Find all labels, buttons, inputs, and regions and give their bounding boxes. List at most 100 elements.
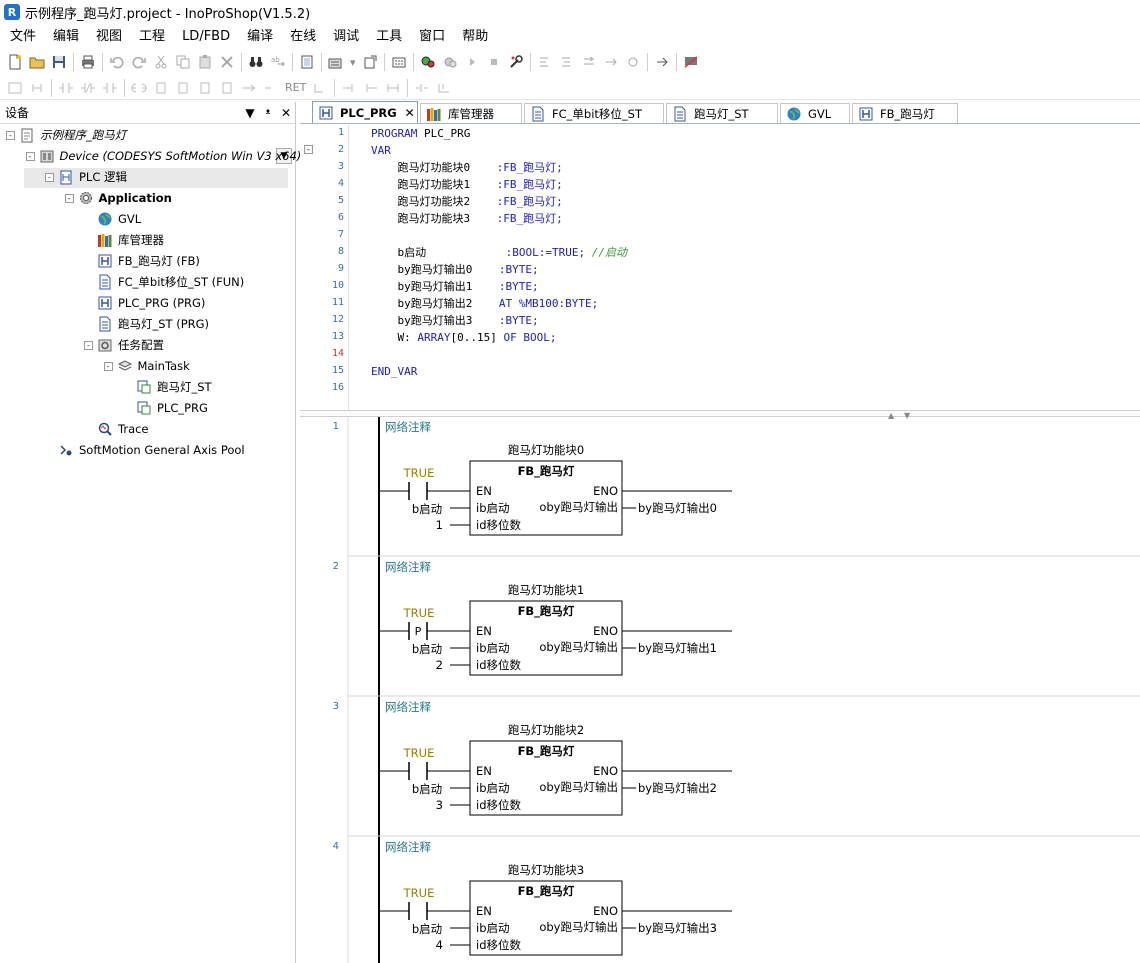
delete-icon[interactable]: [218, 53, 236, 71]
find-binoculars-icon[interactable]: [247, 53, 265, 71]
panel-close-icon[interactable]: ✕: [280, 105, 292, 120]
logout-icon[interactable]: [441, 53, 459, 71]
editor-tab[interactable]: GVL: [780, 103, 850, 123]
panel-pin-icon[interactable]: ᵜ: [265, 105, 271, 120]
menu-item-1[interactable]: 编辑: [53, 29, 80, 44]
tree-item[interactable]: Trace: [84, 419, 149, 439]
panel-menu-dropdown-icon[interactable]: ▼: [245, 105, 255, 120]
device-config-icon[interactable]: [390, 53, 408, 71]
editor-tab[interactable]: PLC_PRG✕: [312, 101, 418, 123]
code-line[interactable]: 跑马灯功能块1 :FB_跑马灯;: [371, 176, 562, 193]
insert-parallel-contact-icon[interactable]: [101, 79, 119, 97]
breakpoint-icon[interactable]: [624, 53, 642, 71]
new-file-icon[interactable]: [6, 53, 24, 71]
step-into-icon[interactable]: [558, 53, 576, 71]
insert-coil-icon[interactable]: [130, 79, 148, 97]
tree-item[interactable]: PLC_PRG (PRG): [84, 293, 205, 313]
splitter-down-icon[interactable]: ▼: [904, 411, 911, 420]
code-line[interactable]: W: ARRAY[0..15] OF BOOL;: [371, 329, 556, 346]
menu-item-2[interactable]: 视图: [96, 29, 123, 44]
build-icon[interactable]: [327, 53, 345, 71]
reset-tools-icon[interactable]: [507, 53, 525, 71]
start-icon[interactable]: [463, 53, 481, 71]
insert-reset-coil-icon[interactable]: [174, 79, 192, 97]
next-arrow-icon[interactable]: [653, 53, 671, 71]
toggle-edge-icon[interactable]: [435, 79, 453, 97]
tree-item[interactable]: FB_跑马灯 (FB): [84, 251, 200, 271]
tree-expander-icon[interactable]: -: [84, 340, 93, 350]
insert-box-icon[interactable]: [196, 79, 214, 97]
return-label[interactable]: RET: [285, 81, 307, 94]
print-icon[interactable]: [79, 53, 97, 71]
insert-negated-contact-icon[interactable]: [79, 79, 97, 97]
editor-splitter[interactable]: ▲ ▼: [300, 410, 1140, 420]
open-folder-icon[interactable]: [28, 53, 46, 71]
editor-tab[interactable]: FB_跑马灯: [852, 103, 958, 123]
select-all-icon[interactable]: [298, 53, 316, 71]
editor-tab[interactable]: 库管理器: [420, 103, 522, 123]
code-line[interactable]: END_VAR: [371, 363, 417, 380]
editor-tab[interactable]: FC_单bit移位_ST: [524, 103, 664, 123]
insert-assignment-icon[interactable]: [240, 79, 258, 97]
new-object-icon[interactable]: [361, 53, 379, 71]
tree-item[interactable]: 跑马灯_ST (PRG): [84, 314, 209, 334]
cut-icon[interactable]: [152, 53, 170, 71]
stop-icon[interactable]: [485, 53, 503, 71]
tree-item[interactable]: GVL: [84, 209, 141, 229]
step-over-icon[interactable]: [536, 53, 554, 71]
menu-item-8[interactable]: 工具: [376, 29, 403, 44]
insert-branch-icon[interactable]: [384, 79, 402, 97]
menu-item-9[interactable]: 窗口: [419, 29, 446, 44]
paste-icon[interactable]: [196, 53, 214, 71]
tree-item[interactable]: -Device (CODESYS SoftMotion Win V3 x64): [25, 146, 301, 166]
menu-item-7[interactable]: 调试: [333, 29, 360, 44]
tree-expander-icon[interactable]: -: [25, 151, 35, 161]
insert-box-en-icon[interactable]: [218, 79, 236, 97]
tree-item[interactable]: 跑马灯_ST: [123, 377, 212, 397]
tree-item[interactable]: -MainTask: [103, 356, 190, 376]
tree-expander-icon[interactable]: -: [45, 172, 54, 182]
login-icon[interactable]: [419, 53, 437, 71]
save-icon[interactable]: [50, 53, 68, 71]
code-line[interactable]: by跑马灯输出0 :BYTE;: [371, 261, 538, 278]
undo-icon[interactable]: [108, 53, 126, 71]
simulation-icon[interactable]: [682, 53, 700, 71]
menu-item-0[interactable]: 文件: [10, 29, 37, 44]
code-line[interactable]: by跑马灯输出1 :BYTE;: [371, 278, 538, 295]
redo-icon[interactable]: [130, 53, 148, 71]
code-line[interactable]: 跑马灯功能块2 :FB_跑马灯;: [371, 193, 562, 210]
replace-icon[interactable]: ab: [269, 53, 287, 71]
tree-item[interactable]: -Application: [64, 188, 172, 208]
tree-item[interactable]: -PLC 逻辑: [45, 167, 127, 187]
insert-input-icon[interactable]: [340, 79, 358, 97]
run-to-cursor-icon[interactable]: [602, 53, 620, 71]
toggle-negation-icon[interactable]: [413, 79, 431, 97]
menu-item-10[interactable]: 帮助: [462, 29, 489, 44]
tree-item[interactable]: -示例程序_跑马灯: [6, 125, 126, 145]
code-line[interactable]: by跑马灯输出2 AT %MB100:BYTE;: [371, 295, 598, 312]
copy-icon[interactable]: [174, 53, 192, 71]
code-line[interactable]: PROGRAM PLC_PRG: [371, 125, 470, 142]
build-dropdown-arrow[interactable]: ▾: [350, 55, 356, 69]
menu-item-4[interactable]: LD/FBD: [182, 29, 231, 44]
code-line[interactable]: 跑马灯功能块3 :FB_跑马灯;: [371, 210, 562, 227]
menu-item-5[interactable]: 编译: [247, 29, 274, 44]
code-line[interactable]: by跑马灯输出3 :BYTE;: [371, 312, 538, 329]
tree-expander-icon[interactable]: -: [103, 361, 113, 371]
insert-contact-icon[interactable]: [57, 79, 75, 97]
tab-close-icon[interactable]: ✕: [404, 105, 415, 120]
code-line[interactable]: VAR: [371, 142, 391, 159]
project-combo-dropdown-icon[interactable]: ▼: [276, 148, 292, 164]
code-line[interactable]: 跑马灯功能块0 :FB_跑马灯;: [371, 159, 562, 176]
tree-item[interactable]: -任务配置: [84, 335, 164, 355]
insert-network-below-icon[interactable]: [28, 79, 46, 97]
code-line[interactable]: b启动 :BOOL:=TRUE; //启动: [371, 244, 626, 261]
menu-item-3[interactable]: 工程: [139, 29, 166, 44]
insert-jump-icon[interactable]: [311, 79, 329, 97]
editor-tab[interactable]: 跑马灯_ST: [666, 103, 778, 123]
tree-item[interactable]: FC_单bit移位_ST (FUN): [84, 272, 244, 292]
menu-item-6[interactable]: 在线: [290, 29, 317, 44]
tree-expander-icon[interactable]: -: [6, 130, 15, 140]
